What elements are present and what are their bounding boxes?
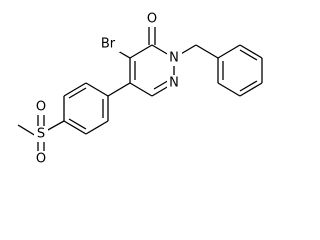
bond-aryl-ring-4: [63, 120, 87, 135]
atom-nitrogen-1: N: [169, 76, 179, 91]
atom-sulfur: S: [37, 127, 45, 142]
bond-aryl-ring-inner-2: [68, 118, 87, 130]
bond-s-methyl: [17, 124, 37, 137]
bond-ch2-phenyl: [195, 44, 219, 59]
bond-benzyl-ring-4: [239, 82, 263, 97]
bond-benzyl-ring-inner-1: [239, 49, 258, 61]
bond-c3-c4: [129, 44, 153, 59]
atom-bromine: Br: [101, 37, 116, 52]
atom-oxygen-sulfonyl-bottom: O: [36, 152, 46, 167]
bond-lines: [17, 26, 263, 154]
atom-oxygen-sulfonyl-top: O: [36, 100, 46, 115]
bond-c4-br: [117, 50, 131, 59]
bond-aryl-ring-2: [63, 82, 87, 97]
chemical-structure-diagram: O N N Br S O O: [17, 11, 263, 167]
bond-aryl-ring-1: [85, 82, 109, 97]
bond-benzyl-ring-inner-2: [239, 80, 258, 92]
bond-c6-c5: [129, 82, 153, 97]
bond-aryl-ring-5: [85, 120, 109, 135]
bond-aryl-s: [45, 120, 65, 132]
atom-nitrogen-2: N: [169, 51, 179, 66]
atom-labels: O N N Br S O O: [34, 11, 182, 167]
bond-aryl-ring-inner-1: [68, 87, 87, 99]
atom-oxygen-carbonyl: O: [147, 12, 157, 27]
bond-benzyl-ring-1: [217, 44, 241, 59]
bond-benzyl-ring-5: [217, 82, 241, 97]
bond-benzyl-ring-2: [239, 44, 263, 59]
bond-c5-aryl: [107, 82, 131, 97]
